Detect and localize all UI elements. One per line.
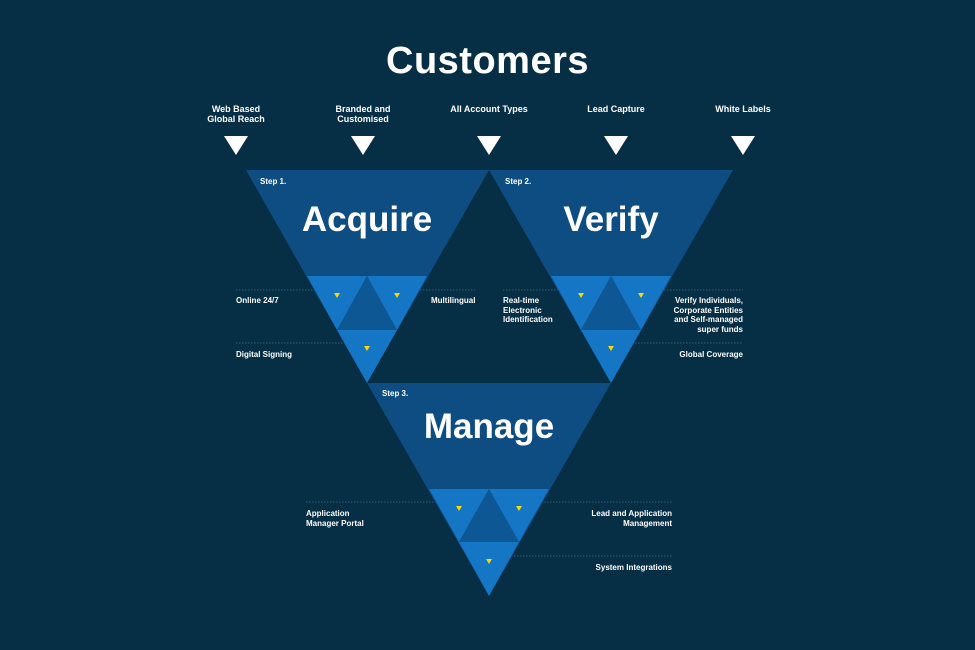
verify-sub-bottom <box>581 330 641 383</box>
verify-marker-3 <box>608 346 614 351</box>
verify-marker-1 <box>578 293 584 298</box>
label-multilingual: Multilingual <box>431 296 476 305</box>
acquire-sub-right <box>367 276 427 330</box>
feature-arrow-5 <box>731 136 755 155</box>
label-verify-individuals: Verify Individuals, Corporate Entities a… <box>673 296 743 334</box>
stage-name-manage: Manage <box>423 407 555 446</box>
feature-arrow-3 <box>477 136 501 155</box>
feature-label-lead-capture: Lead Capture <box>587 104 645 114</box>
acquire-marker-1 <box>334 293 340 298</box>
label-digital-signing: Digital Signing <box>236 350 292 359</box>
manage-sub-bottom <box>459 542 519 596</box>
label-online-24-7: Online 24/7 <box>236 296 279 305</box>
acquire-sub-center <box>337 276 397 330</box>
acquire-marker-2 <box>394 293 400 298</box>
manage-sub-center <box>459 489 519 542</box>
manage-sub-right <box>489 489 549 542</box>
label-electronic-identification: Real-time Electronic Identification <box>503 296 553 324</box>
step-label-2: Step 2. <box>505 177 532 186</box>
feature-arrow-2 <box>351 136 375 155</box>
label-application-manager-portal: Application Manager Portal <box>306 509 364 528</box>
verify-sub-right <box>611 276 671 330</box>
verify-sub-center <box>581 276 641 330</box>
stage-name-verify: Verify <box>563 200 659 239</box>
feature-arrow-1 <box>224 136 248 155</box>
feature-label-web-based: Web Based Global Reach <box>207 104 265 124</box>
acquire-sub-bottom <box>337 330 397 383</box>
verify-marker-2 <box>638 293 644 298</box>
manage-marker-1 <box>456 506 462 511</box>
step-label-1: Step 1. <box>260 177 287 186</box>
step-label-3: Step 3. <box>382 389 409 398</box>
label-system-integrations: System Integrations <box>595 563 672 572</box>
acquire-marker-3 <box>364 346 370 351</box>
label-global-coverage: Global Coverage <box>679 350 743 359</box>
label-lead-application-management: Lead and Application Management <box>591 509 672 528</box>
manage-sub-left <box>429 489 489 542</box>
verify-sub-left <box>551 276 611 330</box>
diagram-title: Customers <box>386 40 589 82</box>
feature-label-branded: Branded and Customised <box>335 104 391 124</box>
feature-arrow-4 <box>604 136 628 155</box>
feature-label-white-labels: White Labels <box>715 104 771 114</box>
manage-marker-2 <box>516 506 522 511</box>
manage-marker-3 <box>486 559 492 564</box>
acquire-sub-left <box>307 276 367 330</box>
stage-name-acquire: Acquire <box>301 200 433 239</box>
feature-label-account-types: All Account Types <box>450 104 528 114</box>
